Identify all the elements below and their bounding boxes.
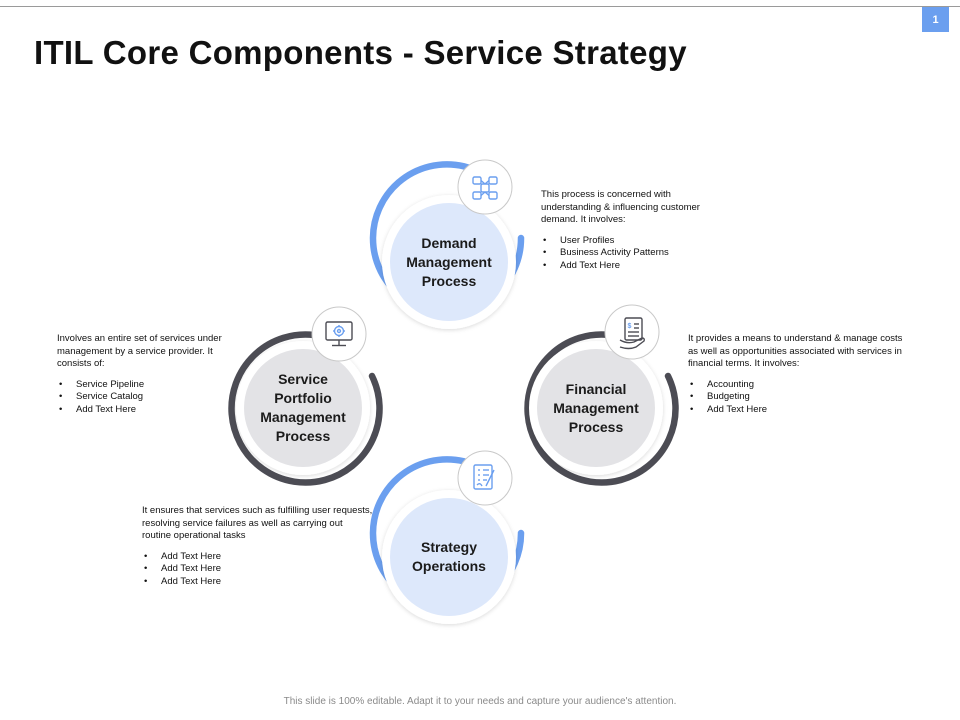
portfolio-description: Involves an entire set of services under…	[57, 333, 222, 369]
portfolio-ring-arc	[228, 331, 383, 486]
top-divider	[0, 6, 960, 7]
list-item: Service Catalog	[57, 391, 229, 404]
operations-description-block: It ensures that services such as fulfill…	[142, 505, 374, 588]
operations-description: It ensures that services such as fulfill…	[142, 505, 373, 541]
list-item: Add Text Here	[541, 260, 711, 273]
network-diagram-icon	[457, 159, 513, 215]
list-item: Add Text Here	[142, 551, 374, 564]
list-item: Service Pipeline	[57, 379, 229, 392]
list-item: User Profiles	[541, 235, 711, 248]
list-item: Budgeting	[688, 391, 912, 404]
invoice-hand-icon: $	[604, 304, 660, 360]
list-item: Accounting	[688, 379, 912, 392]
financial-description-block: It provides a means to understand & mana…	[688, 333, 912, 416]
page-title: ITIL Core Components - Service Strategy	[34, 34, 687, 71]
portfolio-label: Service Portfolio Management Process	[260, 371, 346, 444]
demand-description: This process is concerned with understan…	[541, 189, 700, 225]
demand-list: User Profiles Business Activity Patterns…	[541, 235, 711, 273]
portfolio-description-block: Involves an entire set of services under…	[57, 333, 229, 416]
list-item: Business Activity Patterns	[541, 247, 711, 260]
portfolio-node	[228, 306, 383, 486]
page-number-badge: 1	[922, 7, 949, 32]
portfolio-circle-fill	[244, 349, 362, 467]
operations-label: Strategy Operations	[412, 539, 486, 574]
financial-description: It provides a means to understand & mana…	[688, 333, 903, 369]
financial-list: Accounting Budgeting Add Text Here	[688, 379, 912, 417]
operations-circle-fill	[390, 498, 508, 616]
financial-label: Financial Management Process	[553, 380, 639, 435]
operations-list: Add Text Here Add Text Here Add Text Her…	[142, 551, 374, 589]
demand-label: Demand Management Process	[406, 234, 492, 289]
list-item: Add Text Here	[688, 404, 912, 417]
financial-ring-arc	[524, 331, 679, 486]
demand-node	[369, 159, 525, 329]
demand-circle-fill	[390, 203, 508, 321]
list-item: Add Text Here	[142, 576, 374, 589]
checklist-pen-icon	[457, 450, 513, 506]
footer-note: This slide is 100% editable. Adapt it to…	[283, 696, 677, 707]
svg-text:$: $	[628, 323, 632, 330]
monitor-gear-icon	[311, 306, 367, 362]
list-item: Add Text Here	[57, 404, 229, 417]
portfolio-list: Service Pipeline Service Catalog Add Tex…	[57, 379, 229, 417]
demand-description-block: This process is concerned with understan…	[541, 189, 711, 272]
operations-node	[369, 450, 525, 624]
financial-circle-fill	[537, 349, 655, 467]
financial-node: $	[524, 304, 679, 486]
list-item: Add Text Here	[142, 563, 374, 576]
